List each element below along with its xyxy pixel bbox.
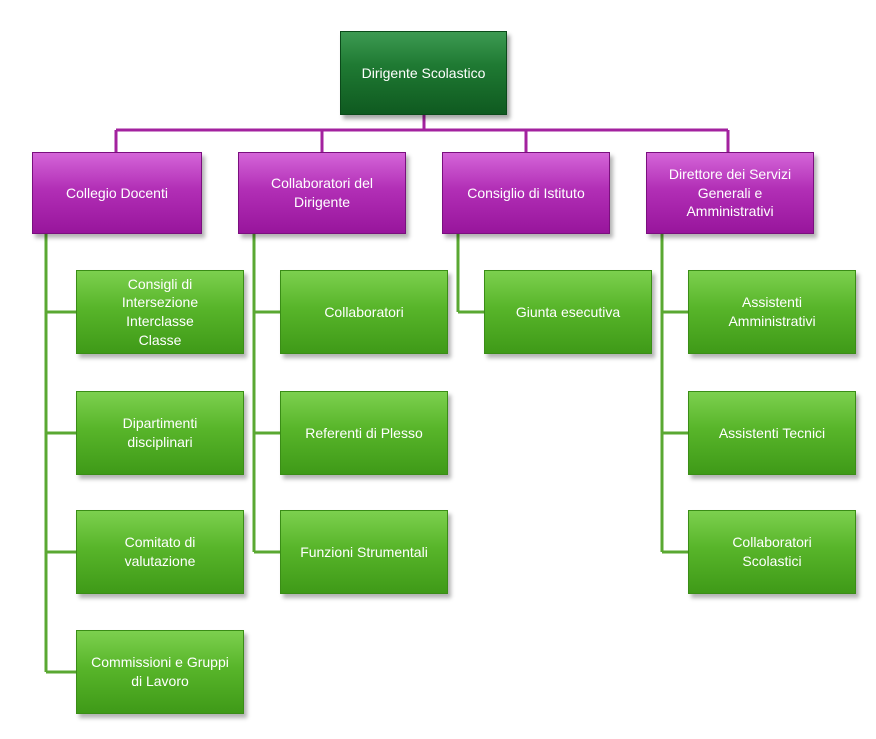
node-label: Consiglio di Istituto <box>467 184 585 201</box>
node-label: Dipartimenti disciplinari <box>122 415 198 450</box>
node-label: Assistenti Tecnici <box>718 424 826 441</box>
node-assistenti-tecnici: Assistenti Tecnici <box>688 391 856 475</box>
node-collegio-docenti: Collegio Docenti <box>32 152 202 234</box>
node-assistenti-amministrativi: Assistenti Amministrativi <box>688 270 856 354</box>
node-dirigente-scolastico: Dirigente Scolastico <box>340 31 507 115</box>
node-label: Direttore dei Servizi Generali e Amminis… <box>668 166 792 220</box>
node-consigli-di-intersezione: Consigli di Intersezione Interclasse Cla… <box>76 270 244 354</box>
node-label: Giunta esecutiva <box>515 303 621 320</box>
node-dipartimenti-disciplinari: Dipartimenti disciplinari <box>76 391 244 475</box>
node-label: Collaboratori <box>324 303 404 320</box>
node-collaboratori-scolastici: Collaboratori Scolastici <box>688 510 856 594</box>
node-label: Consigli di Intersezione Interclasse Cla… <box>121 275 199 348</box>
node-comitato-di-valutazione: Comitato di valutazione <box>76 510 244 594</box>
node-label: Commissioni e Gruppi di Lavoro <box>91 654 229 689</box>
node-label: Dirigente Scolastico <box>361 64 486 81</box>
node-direttore-servizi: Direttore dei Servizi Generali e Amminis… <box>646 152 814 234</box>
node-label: Collegio Docenti <box>66 184 168 201</box>
node-label: Collaboratori del Dirigente <box>271 175 373 210</box>
node-funzioni-strumentali: Funzioni Strumentali <box>280 510 448 594</box>
node-referenti-di-plesso: Referenti di Plesso <box>280 391 448 475</box>
node-label: Collaboratori Scolastici <box>732 534 812 569</box>
node-collaboratori-del-dirigente: Collaboratori del Dirigente <box>238 152 406 234</box>
node-consiglio-di-istituto: Consiglio di Istituto <box>442 152 610 234</box>
node-collaboratori: Collaboratori <box>280 270 448 354</box>
node-giunta-esecutiva: Giunta esecutiva <box>484 270 652 354</box>
node-commissioni-e-gruppi: Commissioni e Gruppi di Lavoro <box>76 630 244 714</box>
node-label: Referenti di Plesso <box>305 424 423 441</box>
node-label: Assistenti Amministrativi <box>728 294 816 329</box>
node-label: Comitato di valutazione <box>124 534 196 569</box>
node-label: Funzioni Strumentali <box>300 543 428 560</box>
